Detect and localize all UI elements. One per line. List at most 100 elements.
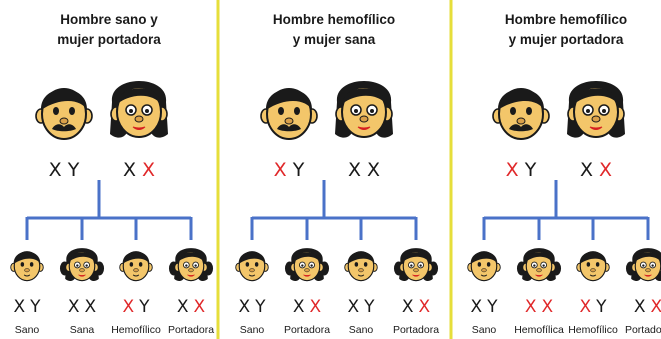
child-label: Sano: [240, 324, 265, 336]
allele: X: [348, 159, 361, 181]
child-label: Portadora: [168, 324, 214, 336]
boy-face: [119, 251, 153, 282]
panel-title-line2: y mujer sana: [293, 32, 376, 47]
girl-face: [393, 248, 439, 282]
child-label: Sano: [349, 324, 374, 336]
boy-face: [10, 251, 44, 282]
allele: X: [580, 159, 593, 181]
boy-face: [235, 251, 269, 282]
child-label: Portadora: [284, 324, 330, 336]
allele: X: [123, 159, 136, 181]
allele: Y: [29, 297, 41, 317]
child-label: Hemofílica: [514, 324, 564, 336]
allele: X: [13, 297, 25, 317]
allele: X: [402, 297, 414, 317]
allele: Y: [138, 297, 150, 317]
mother-face: [110, 81, 168, 138]
allele: Y: [486, 297, 498, 317]
allele: X: [347, 297, 359, 317]
father-face: [492, 88, 550, 140]
allele: Y: [595, 297, 607, 317]
allele: X: [542, 297, 554, 317]
allele: X: [122, 297, 134, 317]
panel-title-line1: Hombre hemofílico: [505, 12, 627, 27]
allele: X: [599, 159, 612, 181]
allele: X: [293, 297, 305, 317]
allele: X: [651, 297, 661, 317]
allele: Y: [524, 159, 537, 181]
girl-face: [516, 248, 562, 282]
panel-title-line1: Hombre sano y: [60, 12, 158, 27]
allele: X: [194, 297, 206, 317]
father-face: [260, 88, 318, 140]
girl-face: [59, 248, 105, 282]
child-label: Hemofílico: [111, 324, 161, 336]
girl-face: [625, 248, 661, 282]
allele: X: [525, 297, 537, 317]
allele: X: [367, 159, 380, 181]
allele: X: [634, 297, 646, 317]
allele: X: [238, 297, 250, 317]
allele: Y: [292, 159, 305, 181]
allele: X: [85, 297, 97, 317]
child-label: Hemofílico: [568, 324, 618, 336]
allele: X: [49, 159, 62, 181]
child-label: Portadora: [625, 324, 661, 336]
allele: Y: [363, 297, 375, 317]
girl-face: [168, 248, 214, 282]
girl-face: [284, 248, 330, 282]
boy-face: [576, 251, 610, 282]
allele: X: [506, 159, 519, 181]
allele: X: [177, 297, 189, 317]
allele: X: [419, 297, 431, 317]
child-label: Sano: [15, 324, 40, 336]
allele: X: [579, 297, 591, 317]
child-label: Portadora: [393, 324, 439, 336]
panel-title-line2: y mujer portadora: [509, 32, 624, 47]
child-label: Sana: [70, 324, 95, 336]
panel-title-line2: mujer portadora: [57, 32, 161, 47]
allele: X: [310, 297, 322, 317]
boy-face: [467, 251, 501, 282]
boy-face: [344, 251, 378, 282]
mother-face: [335, 81, 393, 138]
allele: Y: [254, 297, 266, 317]
panel-title-line1: Hombre hemofílico: [273, 12, 395, 27]
allele: Y: [67, 159, 80, 181]
allele: X: [68, 297, 80, 317]
mother-face: [567, 81, 625, 138]
child: XX Portadora: [625, 217, 661, 336]
allele: X: [142, 159, 155, 181]
